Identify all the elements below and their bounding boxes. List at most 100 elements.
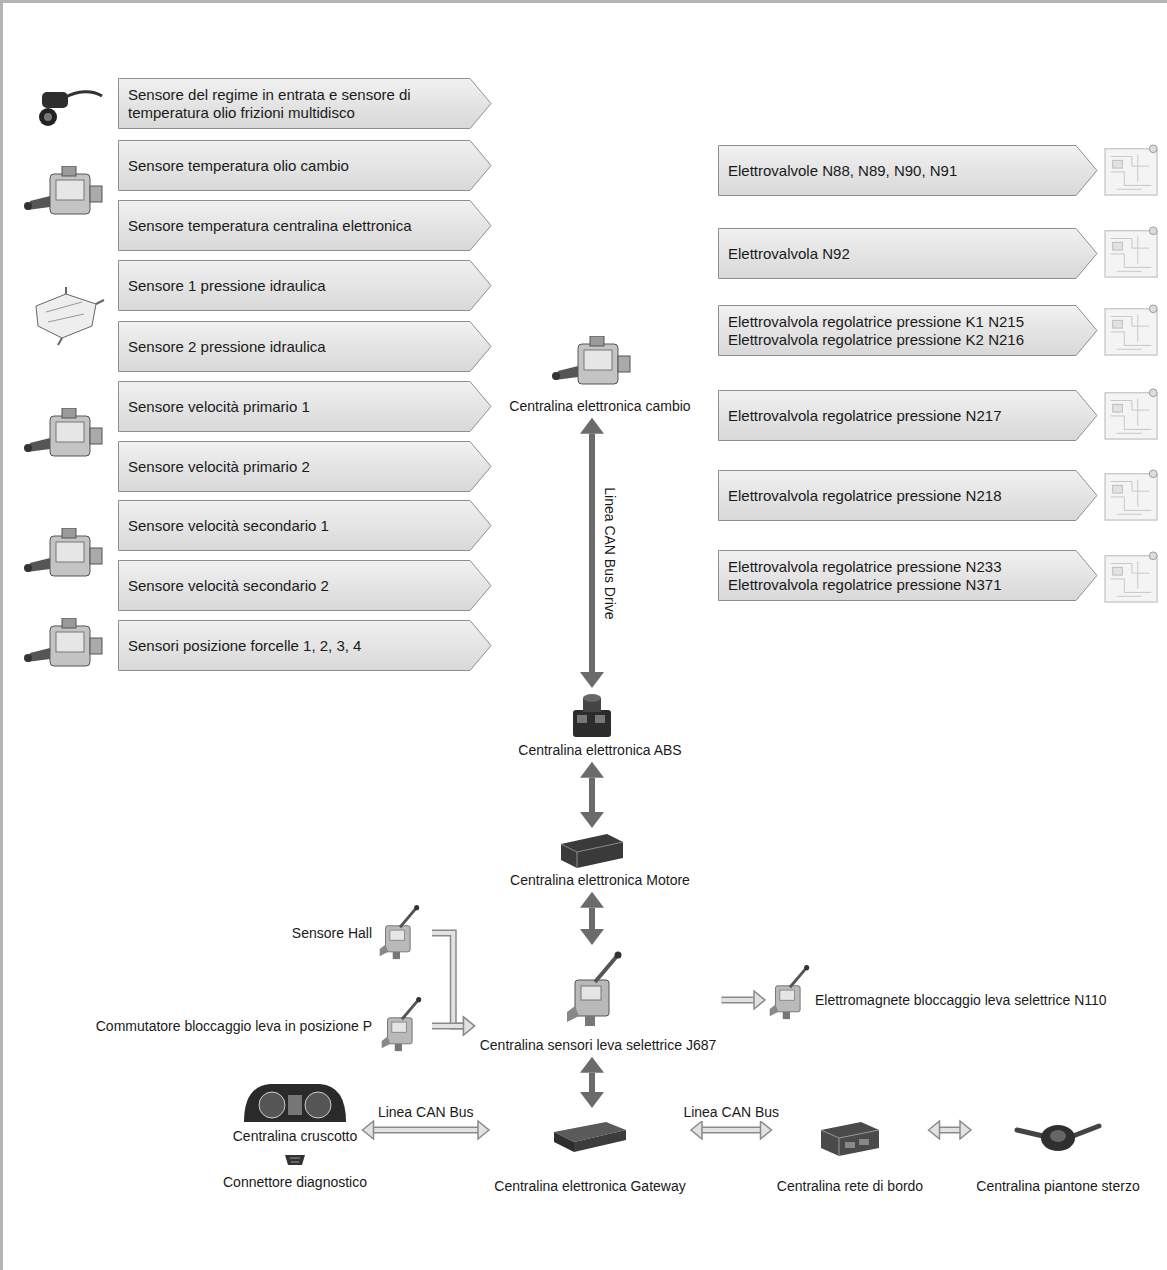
sensor-arrow-box: Sensore velocità primario 2 — [118, 441, 492, 492]
box-label: Elettrovalvola N92 — [728, 245, 1068, 263]
arrow-head — [761, 1121, 772, 1139]
control-unit: Centralina elettronica cambio — [504, 330, 696, 418]
hall-sensor-icon — [380, 905, 420, 959]
bus-label: Linea CAN Bus — [681, 1104, 781, 1121]
arrow-head — [464, 1017, 475, 1035]
connector-shaft — [432, 933, 464, 1026]
component-caption: Sensore Hall — [291, 925, 372, 942]
abs-unit-icon — [573, 694, 611, 737]
valve-body-icon — [1105, 470, 1157, 520]
arrow-box-shape — [719, 146, 1098, 196]
arrow-head — [580, 672, 604, 688]
arrow-head — [754, 991, 765, 1009]
bus-connector — [722, 991, 766, 1009]
connector-shaft — [589, 1073, 595, 1092]
box-label: Elettrovalvola regolatrice pressione K2 … — [728, 331, 1068, 349]
sensor-arrow-box: Sensore 1 pressione idraulica — [118, 260, 492, 311]
valve-body-icon — [1105, 389, 1157, 439]
box-label: Sensore 1 pressione idraulica — [128, 277, 462, 295]
bus-connector — [929, 1121, 972, 1139]
diagnostic-connector-icon — [285, 1155, 305, 1165]
box-label: Sensore velocità primario 2 — [128, 458, 462, 476]
arrow-box-shape — [119, 442, 492, 492]
sensor-icon — [24, 618, 102, 666]
bus-label: Linea CAN Bus — [376, 1104, 476, 1121]
arrow-head — [363, 1121, 374, 1139]
bus-connector — [432, 1017, 475, 1035]
arrow-head — [464, 1017, 475, 1035]
box-label: Elettrovalvola regolatrice pressione N37… — [728, 576, 1068, 594]
arrow-head — [580, 418, 604, 434]
arrow-box-shape — [119, 501, 492, 551]
switch-component: Commutatore bloccaggio leva in posizione… — [85, 1013, 432, 1040]
sensor-arrow-box: Sensore velocità secondario 2 — [118, 560, 492, 611]
arrow-head — [960, 1121, 971, 1139]
valve-body-icon — [1105, 552, 1157, 602]
control-unit: Centralina elettronica ABS — [513, 688, 687, 762]
arrow-head — [929, 1121, 940, 1139]
solenoid-component: Elettromagnete bloccaggio leva selettric… — [765, 987, 1117, 1014]
connector-shaft — [940, 1128, 961, 1132]
component-caption: Centralina elettronica Gateway — [489, 1178, 691, 1195]
connector-shaft — [589, 778, 595, 812]
arrow-head — [580, 812, 604, 828]
component-caption: Centralina rete di bordo — [772, 1178, 929, 1195]
valve-body-icon — [1105, 227, 1157, 277]
sensor-arrow-box: Sensore velocità primario 1 — [118, 381, 492, 432]
control-unit: Centralina piantone sterzo — [971, 1108, 1145, 1198]
arrow-box-shape — [119, 382, 492, 432]
arrow-box-shape — [719, 391, 1098, 441]
box-label: Elettrovalvola regolatrice pressione N21… — [728, 407, 1068, 425]
arrow-box-shape — [719, 229, 1098, 279]
control-unit: Centralina sensori leva selettrice J687 — [475, 945, 722, 1057]
connector-outline — [722, 997, 755, 1004]
connector-shaft — [589, 434, 595, 672]
bus-connector — [580, 1057, 604, 1108]
box-label: Sensore temperatura olio cambio — [128, 157, 462, 175]
component-caption: Commutatore bloccaggio leva in posizione… — [95, 1018, 372, 1035]
box-label: Sensore 2 pressione idraulica — [128, 338, 462, 356]
bus-connector — [580, 892, 604, 945]
sensor-arrow-box: Sensore del regime in entrata e sensore … — [118, 78, 492, 129]
connector-outline — [432, 933, 464, 1026]
connector-outline — [374, 1127, 479, 1134]
sensor-icon — [24, 166, 102, 214]
actuator-arrow-box: Elettrovalvola regolatrice pressione K1 … — [718, 305, 1098, 356]
box-label: Elettrovalvola regolatrice pressione N23… — [728, 558, 1068, 576]
control-unit: Centralina elettronica Motore — [505, 828, 695, 892]
connector-shaft — [589, 908, 595, 929]
bus-connector — [432, 933, 475, 1035]
arrow-box-shape — [119, 621, 492, 671]
solenoid-icon — [770, 965, 810, 1019]
box-label: Sensore velocità secondario 1 — [128, 517, 462, 535]
component-caption: Connettore diagnostico — [218, 1174, 372, 1191]
component-caption: Centralina elettronica ABS — [513, 742, 687, 759]
actuator-arrow-box: Elettrovalvola regolatrice pressione N23… — [718, 550, 1098, 601]
box-label: Sensore velocità secondario 2 — [128, 577, 462, 595]
connector-shaft — [432, 1024, 464, 1028]
connector-shaft — [374, 1128, 479, 1132]
arrow-head — [580, 762, 604, 778]
control-unit: Centralina cruscotto — [228, 1080, 363, 1148]
sensor-icon — [36, 287, 104, 345]
sensor-icon — [24, 528, 102, 576]
component-caption: Centralina piantone sterzo — [971, 1178, 1145, 1195]
sensor-arrow-box: Sensore temperatura centralina elettroni… — [118, 200, 492, 251]
valve-body-icon — [1105, 305, 1157, 355]
sensor-arrow-box: Sensore temperatura olio cambio — [118, 140, 492, 191]
arrow-box-shape — [119, 201, 492, 251]
connector-outline — [702, 1127, 761, 1134]
box-label: Sensori posizione forcelle 1, 2, 3, 4 — [128, 637, 462, 655]
selector-unit-icon — [567, 952, 622, 1027]
component-caption: Elettromagnete bloccaggio leva selettric… — [815, 992, 1107, 1009]
connector-shaft — [702, 1128, 761, 1132]
arrow-box-shape — [119, 141, 492, 191]
actuator-arrow-box: Elettrovalvola N92 — [718, 228, 1098, 279]
control-unit: Centralina rete di bordo — [772, 1108, 929, 1198]
bus-connector — [580, 762, 604, 828]
arrow-box-shape — [719, 306, 1098, 356]
arrow-box-shape — [119, 322, 492, 372]
box-label: Sensore temperatura centralina elettroni… — [128, 217, 462, 235]
